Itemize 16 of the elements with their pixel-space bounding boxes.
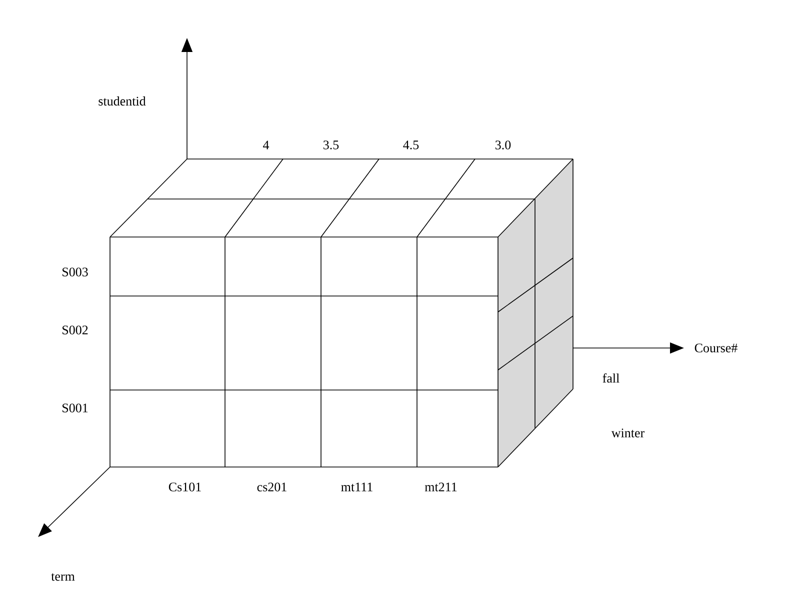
value-label: 4.5 bbox=[403, 140, 419, 150]
axis-label: Course# bbox=[694, 344, 738, 352]
column-label: Cs101 bbox=[168, 482, 201, 492]
value-label: 4 bbox=[263, 140, 270, 150]
axis-label: studentid bbox=[98, 96, 146, 106]
row-label: S001 bbox=[62, 404, 88, 412]
column-label: cs201 bbox=[257, 482, 286, 492]
row-label: S002 bbox=[62, 326, 88, 334]
depth-label: winter bbox=[611, 428, 644, 438]
value-label: 3.0 bbox=[496, 140, 511, 150]
column-label: mt211 bbox=[424, 482, 457, 492]
column-label: mt111 bbox=[341, 482, 372, 492]
depth-label: fall bbox=[602, 373, 620, 383]
row-label: S003 bbox=[62, 268, 88, 276]
value-label: 3.5 bbox=[324, 140, 339, 150]
axis-label: term bbox=[51, 573, 75, 581]
